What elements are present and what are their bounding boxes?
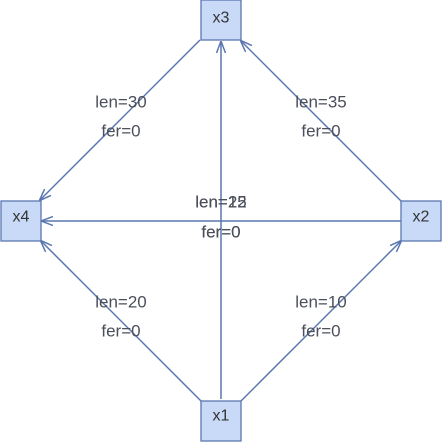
node-x2[interactable]: x2 [400,200,442,242]
edge-label-x1-x4-len: len=20 [95,293,147,312]
edge-label-x2-x4-fer: fer=0 [201,223,240,242]
edge-label-x2-x4-len: len=12 [195,193,247,212]
node-label: x1 [213,408,230,425]
edges [40,39,402,402]
edge-label-x1-x3-len: len=25 [195,193,247,212]
node-x3[interactable]: x3 [200,0,242,41]
node-box [400,200,442,242]
edge-label-x1-x2-fer: fer=0 [301,322,340,341]
edge-label-x1-x4-fer: fer=0 [101,322,140,341]
edge-x4-x3[interactable] [40,39,201,200]
edge-x2-x3[interactable] [241,41,402,202]
edge-label-x2-x3-len: len=35 [295,93,347,112]
edge-label-x4-x3-len: len=30 [95,93,147,112]
edge-label-x2-x3-fer: fer=0 [301,122,340,141]
edge-label-x1-x2-len: len=10 [295,293,347,312]
edge-label-x4-x3-fer: fer=0 [101,122,140,141]
edge-labels: len=25 len=12 fer=0 fer=0 len=30 fer=0 l… [95,93,347,341]
node-box [0,200,42,242]
node-label: x2 [413,209,430,226]
node-x1[interactable]: x1 [200,400,242,442]
node-x4[interactable]: x4 [0,200,42,242]
node-label: x4 [13,209,30,226]
node-box [200,400,242,442]
edge-x1-x2[interactable] [240,241,401,402]
node-box [200,0,242,41]
edge-label-x1-x3-fer: fer=0 [201,223,240,242]
node-label: x3 [213,10,230,27]
edge-x1-x4[interactable] [41,241,202,402]
